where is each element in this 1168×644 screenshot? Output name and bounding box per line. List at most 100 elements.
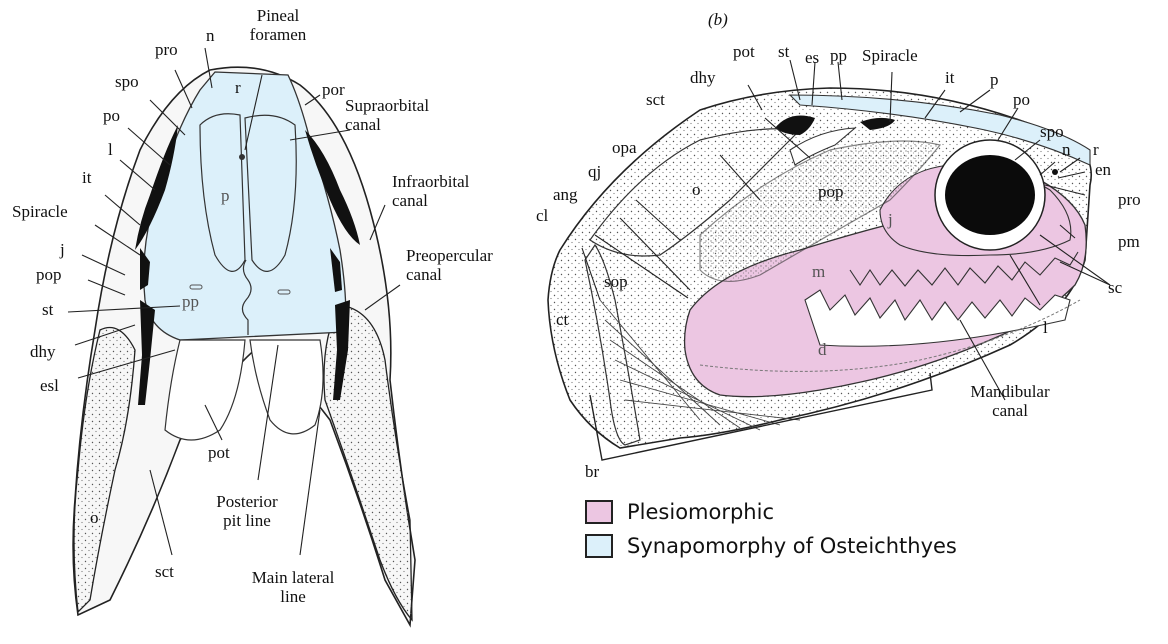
label-preopercular: Preopercular canal — [406, 246, 493, 284]
label-l-right: l — [1043, 318, 1048, 337]
label-p-left: p — [221, 186, 230, 205]
legend-item-synapomorphy: Synapomorphy of Osteichthyes — [585, 529, 957, 563]
legend-swatch-synapomorphy — [585, 534, 613, 558]
pineal-foramen-dot — [239, 154, 245, 160]
dorsal-right-esl — [333, 300, 350, 400]
dorsal-right-opercular — [323, 304, 413, 622]
label-st-right: st — [778, 42, 790, 61]
label-pp-left: pp — [182, 292, 199, 311]
label-pp-right: pp — [830, 46, 847, 65]
lateral-skull — [547, 59, 1111, 461]
label-sct-right: sct — [646, 90, 665, 109]
label-m: m — [812, 262, 826, 281]
dorsal-right-spiracle — [330, 248, 342, 292]
legend-swatch-plesiomorphic — [585, 500, 613, 524]
label-es-right: es — [805, 48, 820, 67]
label-pop-left: pop — [36, 265, 62, 284]
label-p-right: p — [990, 70, 999, 89]
label-sop: sop — [604, 272, 628, 291]
legend-label-synapomorphy: Synapomorphy of Osteichthyes — [627, 534, 957, 558]
label-dhy-right: dhy — [690, 68, 716, 87]
label-infraorbital: Infraorbital canal — [392, 172, 470, 210]
lateral-roof-shaded — [788, 94, 1091, 166]
label-main-lateral-line: Main lateral line — [251, 568, 335, 606]
label-po-right: po — [1013, 90, 1030, 109]
dorsal-midline-suture — [241, 259, 252, 335]
lateral-upper-teeth — [849, 251, 1079, 287]
lateral-spiracle-left — [775, 115, 815, 135]
lateral-branchiostegal-bracket — [589, 372, 933, 461]
label-o-left: o — [90, 508, 99, 527]
label-supraorbital: Supraorbital canal — [345, 96, 430, 134]
label-pineal-foramen: Pineal foramen — [249, 6, 307, 44]
lateral-mandibular-canal-line — [699, 299, 1081, 372]
label-mandibular-canal: Mandibular canal — [970, 382, 1050, 420]
label-sct-left: sct — [155, 562, 174, 581]
dorsal-skull — [67, 47, 416, 628]
label-br: br — [585, 462, 600, 481]
panel-b-label: (b) — [708, 10, 728, 29]
dorsal-postemporal-left — [164, 339, 246, 441]
lateral-lower-teeth — [804, 289, 1071, 347]
label-posterior-pit-line: Posterior pit line — [216, 492, 278, 530]
label-spiracle-left: Spiracle — [12, 202, 68, 221]
legend-label-plesiomorphic: Plesiomorphic — [627, 500, 774, 524]
label-j-right: j — [888, 210, 893, 229]
label-o-right: o — [692, 180, 701, 199]
label-po-left: po — [103, 106, 120, 125]
label-pop-right: pop — [818, 182, 844, 201]
label-n-left: n — [206, 26, 215, 45]
label-opa: opa — [612, 138, 637, 157]
label-en: en — [1095, 160, 1112, 179]
dorsal-pp-mark-1 — [189, 284, 203, 290]
dorsal-leader-lines — [67, 47, 401, 556]
label-st-left: st — [42, 300, 54, 319]
label-sc: sc — [1108, 278, 1123, 297]
label-pm: pm — [1118, 232, 1140, 251]
legend-item-plesiomorphic: Plesiomorphic — [585, 495, 957, 529]
label-cl: cl — [536, 206, 549, 225]
lateral-opercular — [589, 128, 802, 257]
label-it-left: it — [82, 168, 92, 187]
legend: Plesiomorphic Synapomorphy of Osteichthy… — [585, 495, 957, 563]
lateral-preopercular — [699, 140, 942, 283]
dorsal-left-orbit — [135, 125, 178, 250]
label-d: d — [818, 340, 827, 359]
label-it-right: it — [945, 68, 955, 87]
label-r-left: r — [235, 78, 241, 97]
lateral-leader-lines — [581, 59, 1111, 401]
label-qj: qj — [588, 162, 602, 181]
dorsal-left-cheek — [73, 326, 136, 614]
label-dhy-left: dhy — [30, 342, 56, 361]
dorsal-left-spiracle — [140, 248, 150, 290]
dorsal-postemporal-right — [249, 339, 324, 435]
label-ct: ct — [556, 310, 569, 329]
lateral-spiracle-right — [860, 117, 895, 130]
lateral-cleithrum — [584, 243, 641, 446]
label-spo-right: spo — [1040, 122, 1064, 141]
label-j-left: j — [60, 240, 65, 259]
label-spiracle-right: Spiracle — [862, 46, 918, 65]
label-por: por — [322, 80, 345, 99]
label-n-right: n — [1062, 140, 1071, 159]
label-ang: ang — [553, 185, 578, 204]
dorsal-pp-mark-2 — [277, 289, 291, 295]
label-l-left: l — [108, 140, 113, 159]
label-pro-right: pro — [1118, 190, 1141, 209]
lateral-fin-rays — [599, 299, 801, 431]
label-spo-left: spo — [115, 72, 139, 91]
dorsal-parietal-left — [199, 113, 246, 272]
label-pro-left: pro — [155, 40, 178, 59]
lateral-dermohyal — [789, 127, 857, 166]
label-r-right: r — [1093, 140, 1099, 159]
label-esl: esl — [40, 376, 59, 395]
lateral-nostril — [1052, 169, 1058, 175]
label-pot-right: pot — [733, 42, 755, 61]
dorsal-left-esl — [138, 300, 155, 405]
lateral-orbit — [945, 155, 1035, 235]
label-pot-left: pot — [208, 443, 230, 462]
dorsal-parietal-right — [244, 114, 297, 272]
dorsal-right-orbit — [305, 130, 360, 245]
